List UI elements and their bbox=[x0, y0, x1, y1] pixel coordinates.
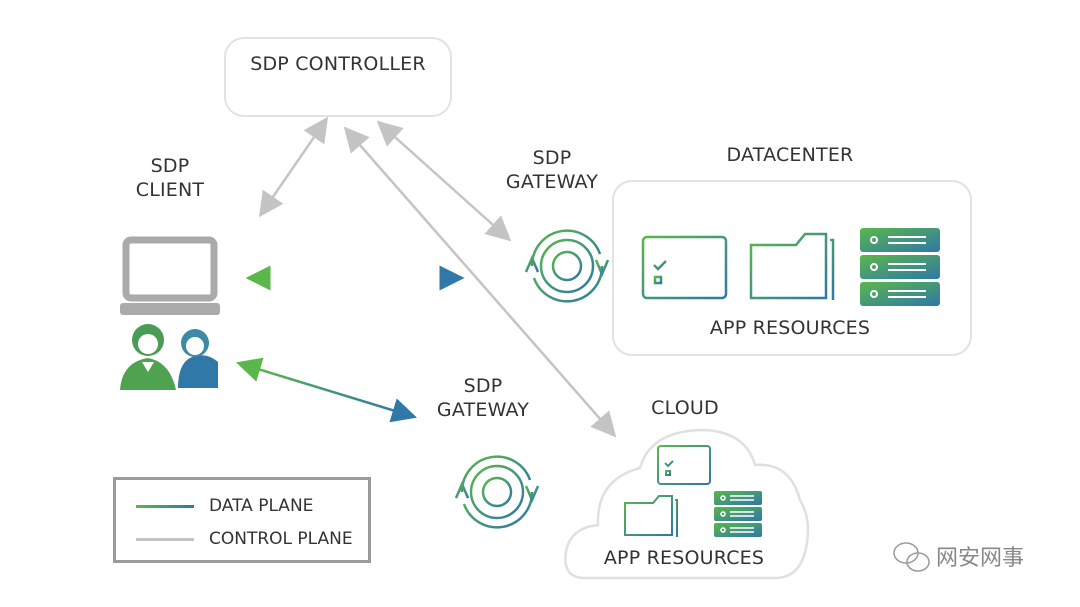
gateway-bottom-label-line1: SDP bbox=[463, 375, 503, 397]
gateway-top-label-line2: GATEWAY bbox=[505, 171, 599, 193]
controller-label: SDP CONTROLLER bbox=[250, 53, 426, 75]
legend-label: CONTROL PLANE bbox=[209, 529, 353, 549]
legend-item-data-plane: DATA PLANE bbox=[136, 496, 313, 516]
control-plane-swatch bbox=[136, 537, 194, 541]
control-arrow-controller-cloud bbox=[343, 126, 617, 438]
cloud-shape bbox=[564, 428, 810, 580]
gateway-bottom-label-line2: GATEWAY bbox=[436, 399, 530, 421]
cloud-server-icon bbox=[714, 491, 762, 537]
datacenter-label: DATACENTER bbox=[726, 144, 854, 166]
datacenter-resources-label: APP RESOURCES bbox=[709, 317, 871, 339]
wechat-icon bbox=[893, 542, 930, 572]
legend-item-control-plane: CONTROL PLANE bbox=[136, 529, 353, 549]
users-icon bbox=[120, 324, 218, 390]
app-window-icon bbox=[641, 235, 728, 300]
data-arrow-client-gateway-bottom bbox=[236, 357, 417, 423]
cloud-folder-icon bbox=[624, 495, 678, 537]
cloud-resources-label: APP RESOURCES bbox=[603, 547, 765, 569]
data-plane-swatch bbox=[136, 504, 194, 508]
cloud-app-window-icon bbox=[657, 445, 711, 485]
cloud-label: CLOUD bbox=[651, 397, 719, 419]
control-arrow-client-controller bbox=[258, 116, 329, 218]
server-icon bbox=[860, 228, 940, 306]
datacenter-box bbox=[612, 180, 972, 356]
laptop-icon bbox=[120, 236, 220, 315]
gateway-top-label-line1: SDP bbox=[532, 147, 572, 169]
folder-icon bbox=[749, 232, 835, 300]
control-arrow-controller-gateway-top bbox=[376, 120, 512, 242]
legend-label: DATA PLANE bbox=[209, 496, 314, 516]
client-label-line2: CLIENT bbox=[135, 179, 205, 201]
gateway-sync-icon-bottom bbox=[454, 455, 540, 529]
client-label-line1: SDP bbox=[150, 155, 190, 177]
gateway-sync-icon-top bbox=[524, 229, 610, 303]
controller-box bbox=[224, 37, 452, 117]
watermark-text: 网安网事 bbox=[936, 546, 1025, 571]
legend: DATA PLANE CONTROL PLANE bbox=[113, 477, 371, 563]
